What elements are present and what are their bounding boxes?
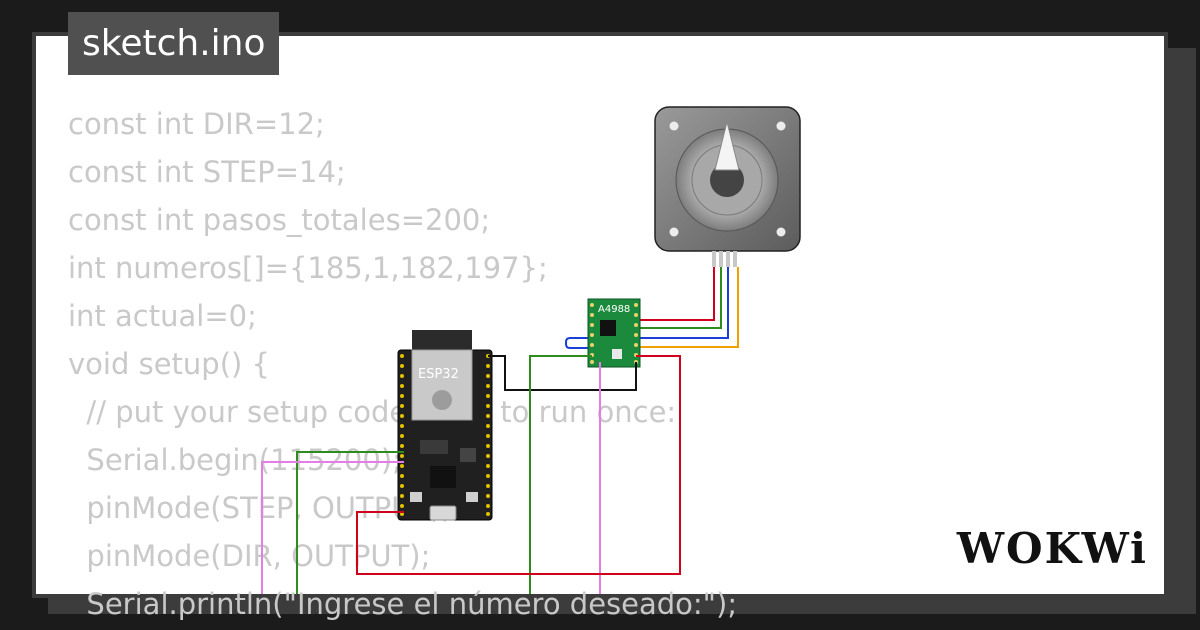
code-line: Serial.println("Ingrese el número desead… — [68, 587, 738, 621]
code-line: const int pasos_totales=200; — [68, 203, 491, 237]
code-background: const int DIR=12; const int STEP=14; const… — [68, 100, 1068, 628]
code-line: const int DIR=12; — [68, 107, 325, 141]
stepper-motor[interactable] — [654, 106, 801, 267]
code-line: int numeros[]={185,1,182,197}; — [68, 251, 548, 285]
code-line: pinMode(DIR, OUTPUT); — [68, 539, 431, 573]
code-line: int actual=0; — [68, 299, 257, 333]
svg-text:ESP32: ESP32 — [418, 367, 459, 382]
control-wires — [261, 355, 681, 594]
a4988-driver[interactable]: A4988 — [587, 298, 641, 368]
driver-loop-wire — [565, 337, 591, 349]
code-line: const int STEP=14; — [68, 155, 346, 189]
code-line: Serial.begin(115200); — [68, 443, 402, 477]
esp32-board[interactable]: ESP32 — [397, 330, 493, 521]
file-tab[interactable]: sketch.ino — [68, 12, 280, 75]
wokwi-logo: WOKWi — [956, 524, 1148, 573]
svg-text:A4988: A4988 — [598, 304, 630, 315]
code-line: void setup() { — [68, 347, 270, 381]
motor-wires — [636, 267, 739, 348]
